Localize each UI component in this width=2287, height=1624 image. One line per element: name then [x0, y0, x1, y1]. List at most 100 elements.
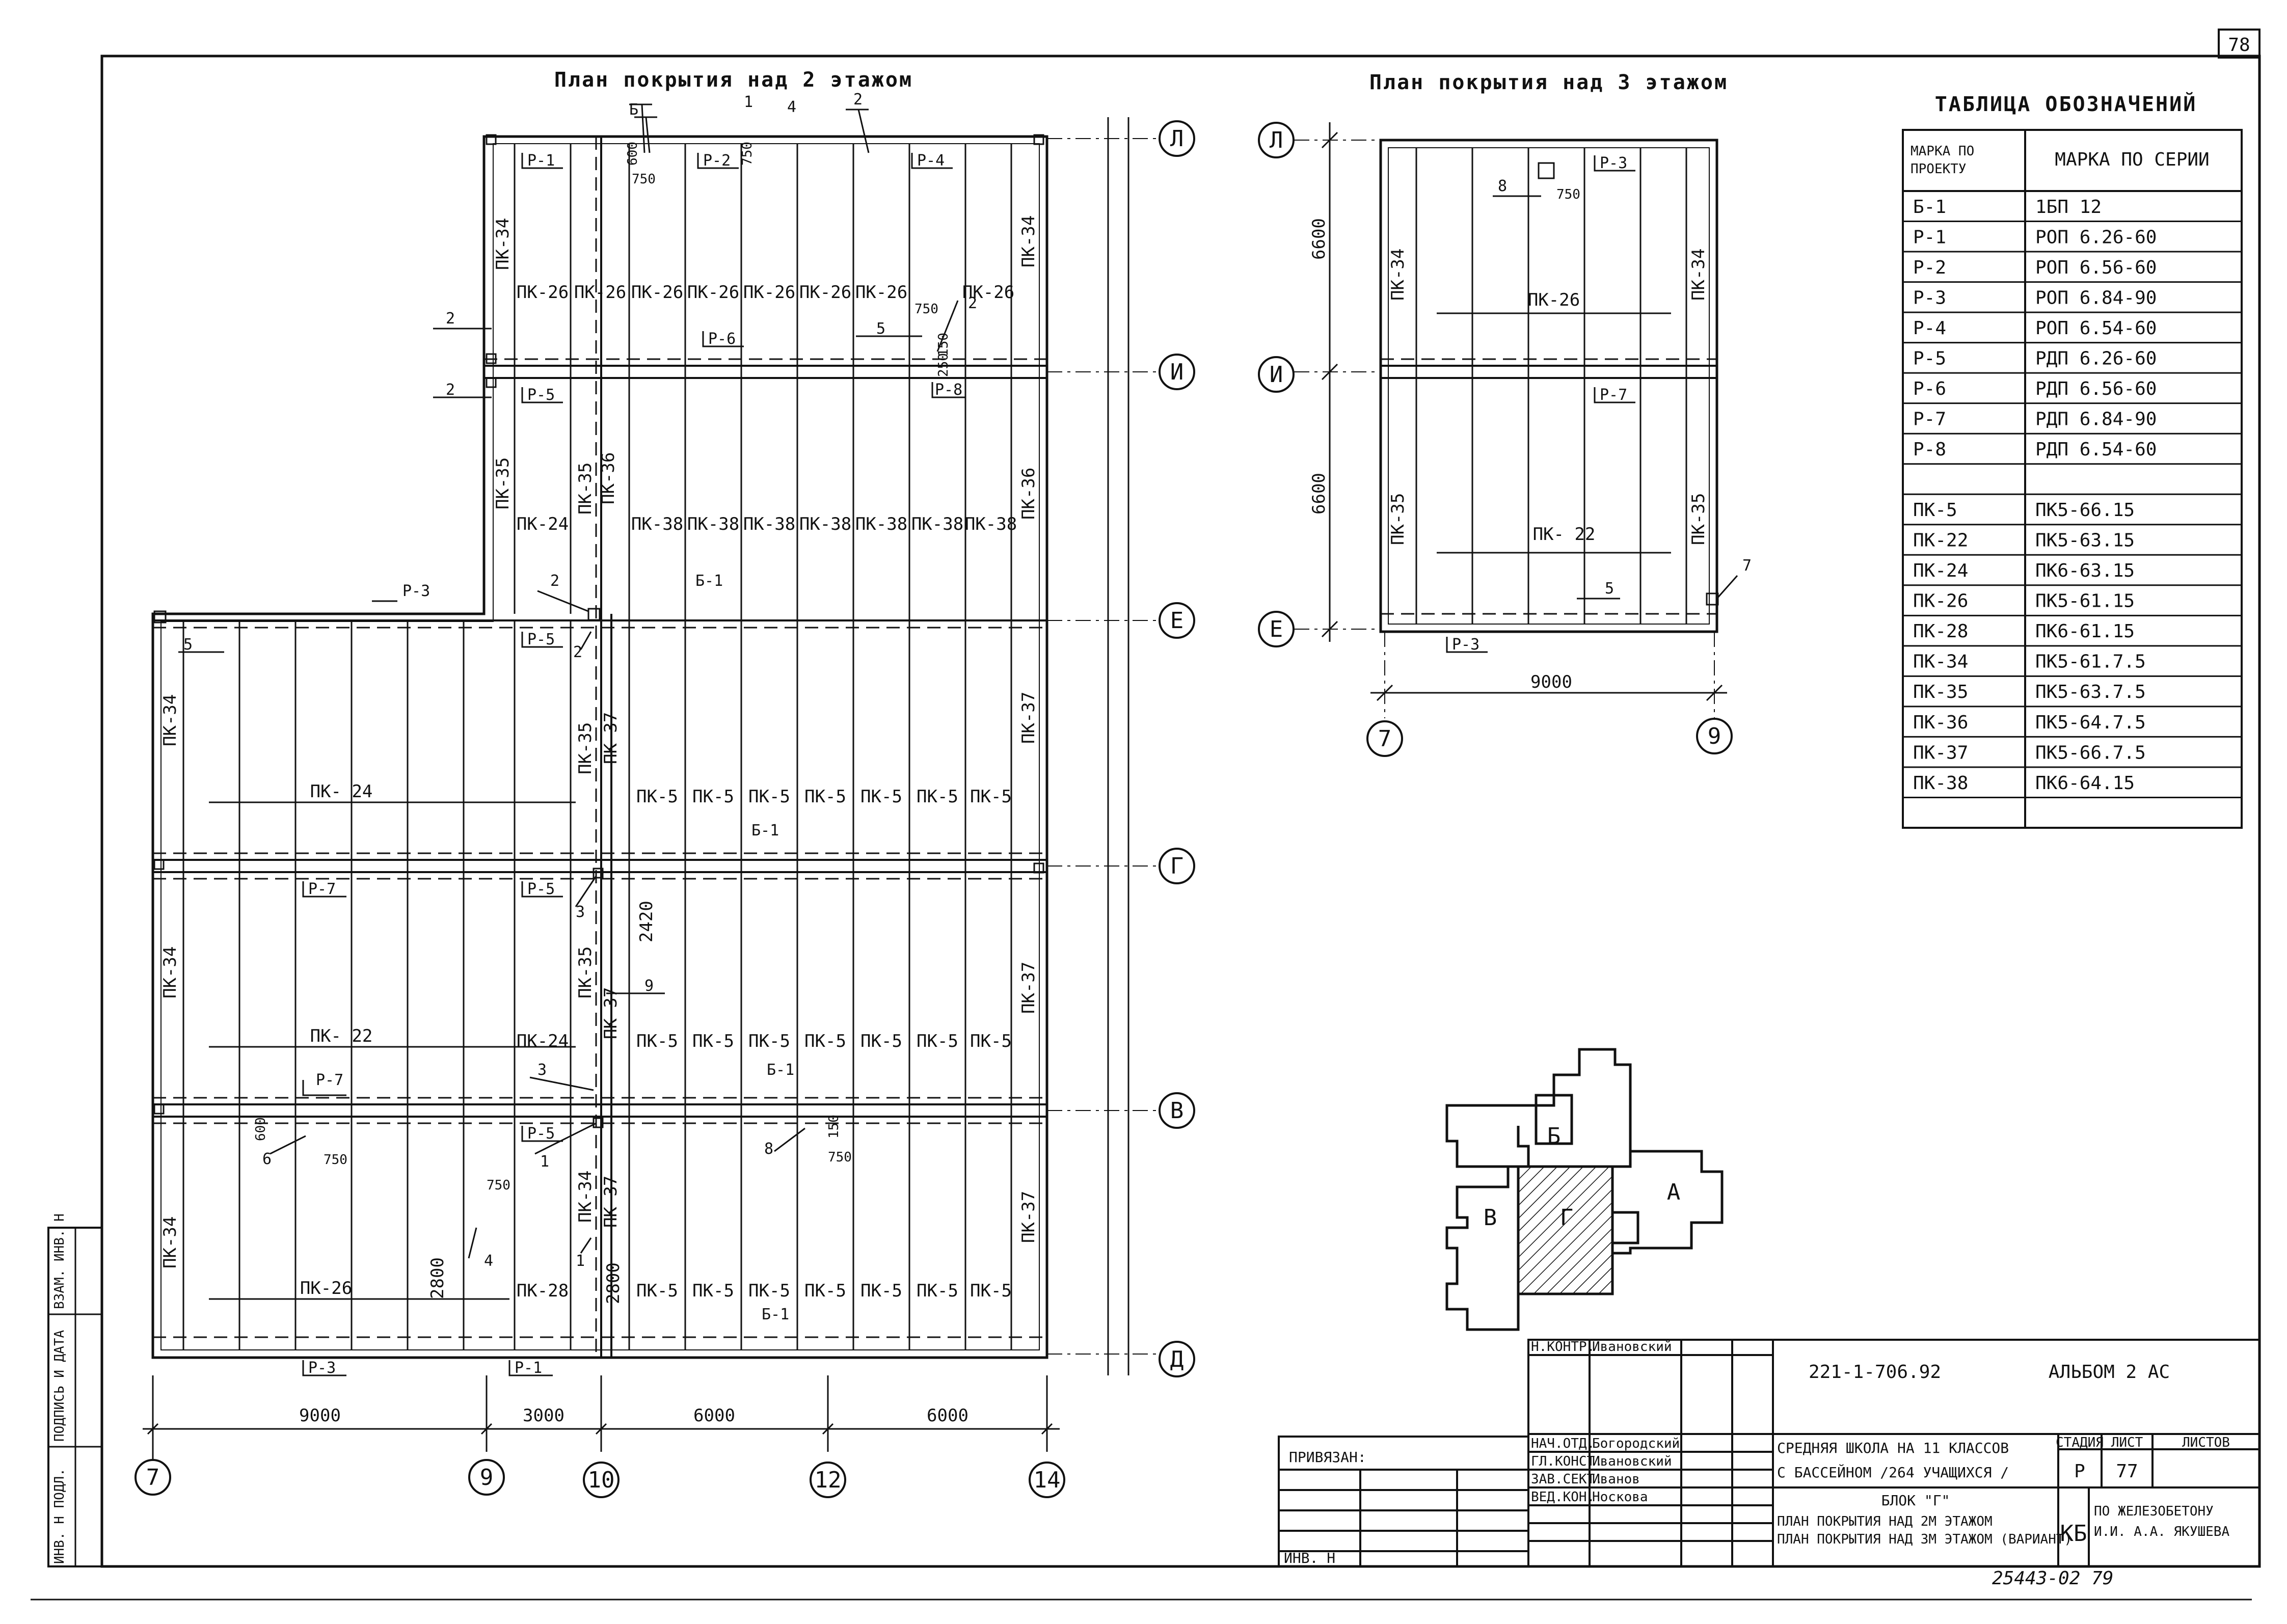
axis-label: И — [1270, 362, 1283, 388]
beam-mark: Р-3 — [402, 582, 430, 600]
key-plan-label-v: В — [1484, 1205, 1497, 1231]
callout: 4 — [484, 1252, 493, 1270]
org-line-2: И.И. А.А. ЯКУШЕВА — [2094, 1524, 2229, 1539]
axis-label: И — [1170, 359, 1184, 385]
callout: 2 — [573, 643, 582, 661]
beam-mark: Р-7 — [1600, 386, 1627, 404]
plan2-axis-lines — [1047, 138, 1156, 1355]
edge-panel-label: ПК-37 — [1018, 1191, 1039, 1243]
legend-project-mark: Р-7 — [1913, 409, 1946, 430]
span-label: ПК- 24 — [310, 781, 373, 802]
callout: 7 — [1742, 557, 1752, 575]
legend-project-mark: ПК-22 — [1913, 530, 1968, 551]
panel-label: ПК-5 — [804, 1281, 846, 1301]
edge-panel-label: ПК-35 — [575, 463, 596, 515]
edge-panel-label: ПК-37 — [601, 987, 621, 1039]
callout: 1 — [540, 1153, 549, 1171]
legend-project-mark: ПК-28 — [1913, 621, 1968, 642]
plan2-axis-bubbles-right — [1159, 120, 1195, 1377]
legend-project-mark: ПК-38 — [1913, 773, 1968, 794]
edge-panel-label: ПК-35 — [575, 722, 596, 774]
plan3-axis-labels: Л И Е 7 9 — [1270, 127, 1721, 752]
legend-series-mark: 1БП 12 — [2035, 197, 2102, 218]
stage-header-sheets: ЛИСТОВ — [2182, 1435, 2230, 1450]
callout: 3 — [576, 903, 585, 921]
legend-series-mark: РДП 6.56-60 — [2035, 378, 2157, 399]
legend-project-mark: Р-5 — [1913, 348, 1946, 369]
plan2-dims-bottom-text: 9000 3000 6000 6000 — [299, 1405, 968, 1426]
dim-label: 750 — [1556, 187, 1580, 202]
panel-label: ПК-5 — [692, 1031, 734, 1051]
role-gl-konst: ГЛ.КОНСТ. — [1531, 1454, 1603, 1469]
panel-label: ПК-38 — [631, 514, 683, 534]
plan2-local-dims: 750 750 600 750 150 250 2420 600 750 750… — [253, 142, 951, 1304]
dim-label: 9000 — [299, 1405, 341, 1426]
object-line-2: С БАССЕЙНОМ /264 УЧАЩИХСЯ / — [1777, 1464, 2009, 1481]
legend-project-mark: Р-3 — [1913, 287, 1946, 308]
legend-project-mark: Р-2 — [1913, 257, 1946, 278]
callout: 2 — [968, 294, 977, 312]
title-block-grid — [1278, 1339, 2261, 1567]
name-ved-kon: Носкова — [1592, 1490, 1648, 1505]
panel-label: ПК- 22 — [1533, 524, 1596, 545]
plan2-outline — [151, 134, 1048, 1359]
callout: 5 — [183, 636, 193, 654]
plan2-dim-chain-right — [1107, 117, 1129, 1375]
dim-label: 600 — [625, 142, 640, 166]
axis-label: 12 — [815, 1467, 842, 1493]
dim-label: 6000 — [693, 1405, 735, 1426]
axis-label: Д — [1170, 1346, 1184, 1372]
legend-project-mark: ПК-37 — [1913, 742, 1968, 763]
plan2-title: План покрытия над 2 этажом — [554, 68, 913, 92]
dim-label: 750 — [914, 302, 938, 317]
panel-label: ПК-5 — [636, 787, 678, 807]
beam-mark: Р-5 — [527, 386, 555, 404]
legend-project-mark: ПК-34 — [1913, 652, 1968, 672]
panel-label: ПК-5 — [692, 787, 734, 807]
edge-panel-label: ПК-35 — [1688, 493, 1709, 545]
panel-label: ПК-26 — [631, 282, 683, 303]
plan2-axis-labels-right: Л И Е Г В Д — [1170, 126, 1184, 1372]
legend-series-mark: РДП 6.84-90 — [2035, 409, 2157, 430]
side-stamp-3: ВЗАМ. ИНВ. Н — [52, 1213, 67, 1309]
legend-series-mark: ПК5-61.15 — [2035, 591, 2135, 612]
project-code: 221-1-706.92 — [1809, 1362, 1941, 1383]
title-block-text: 221-1-706.92 АЛЬБОМ 2 АС ПРИВЯЗАН: ИНВ. … — [1284, 1339, 2230, 1566]
panel-label: ПК-5 — [970, 787, 1012, 807]
panel-label: ПК-24 — [517, 514, 569, 534]
legend-header-2: МАРКА ПО СЕРИИ — [2055, 149, 2209, 170]
panel-label: ПК-38 — [855, 514, 907, 534]
plan3-labels: ПК-34 ПК-34 ПК-26 ПК-35 ПК-35 ПК- 22 Р-3… — [1309, 154, 1752, 692]
callout: Б — [629, 101, 638, 119]
legend-series-mark: РОП 6.56-60 — [2035, 257, 2157, 278]
legend-series-mark: ПК5-64.7.5 — [2035, 712, 2146, 733]
block-name: БЛОК "Г" — [1881, 1492, 1950, 1509]
name-ncontr: Ивановский — [1592, 1339, 1672, 1355]
role-zav-sekt: ЗАВ.СЕКТ. — [1531, 1472, 1603, 1487]
role-ncontr: Н.КОНТР. — [1531, 1339, 1595, 1355]
edge-panel-label-extra: ПК-34 — [160, 946, 180, 998]
panel-label: ПК-5 — [970, 1281, 1012, 1301]
edge-panel-label: ПК-37 — [1018, 692, 1039, 744]
org-mark: КБ — [2060, 1521, 2087, 1547]
dim-label: 6600 — [1309, 473, 1329, 515]
legend-series-mark: РДП 6.54-60 — [2035, 439, 2157, 460]
edge-panel-label: ПК-34 — [493, 218, 513, 270]
legend-series-mark: РОП 6.26-60 — [2035, 227, 2157, 248]
edge-panel-label: ПК-37 — [601, 712, 621, 764]
panel-label: ПК-26 — [962, 282, 1014, 303]
legend-series-mark: ПК5-63.7.5 — [2035, 682, 2146, 702]
panel-label: ПК-5 — [748, 787, 790, 807]
panel-label: ПК-5 — [636, 1281, 678, 1301]
callout: 2 — [550, 572, 559, 590]
axis-label: Г — [1170, 853, 1184, 879]
legend-series-mark: ПК5-66.15 — [2035, 500, 2135, 521]
key-plan — [1445, 1048, 1724, 1331]
legend-project-mark: ПК-26 — [1913, 591, 1968, 612]
beam-mark: Р-5 — [527, 1125, 555, 1143]
edge-panel-label: ПК-35 — [1388, 493, 1408, 545]
name-nach-otd: Богородский — [1592, 1436, 1680, 1451]
edge-panel-label: ПК-34 — [1688, 249, 1709, 301]
legend-series-mark: ПК6-64.15 — [2035, 773, 2135, 794]
